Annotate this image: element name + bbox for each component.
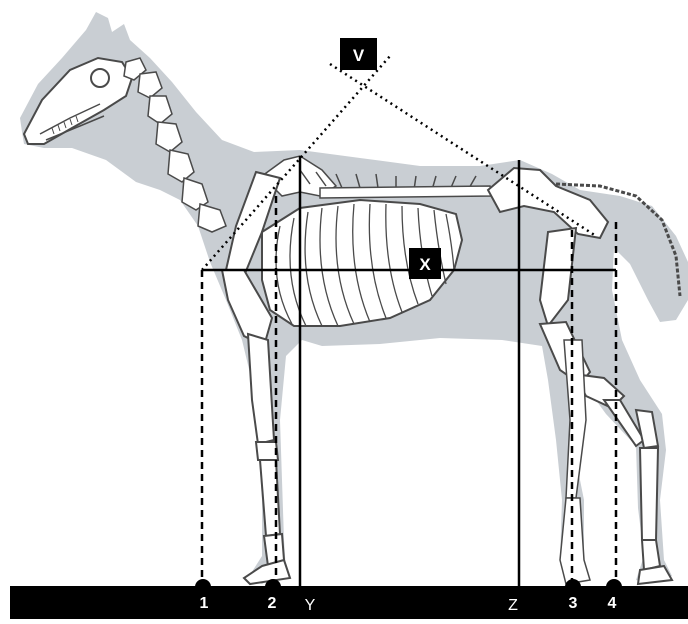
label-2: 2: [268, 595, 277, 612]
label-4: 4: [608, 595, 617, 612]
label-1: 1: [200, 595, 209, 612]
ground-marker-1: [195, 579, 211, 595]
ground-bar: [10, 586, 688, 619]
label-3: 3: [569, 595, 578, 612]
label-x: X: [419, 255, 431, 274]
label-v: V: [353, 46, 365, 65]
label-z: Z: [508, 597, 518, 614]
skull-eye-socket: [91, 69, 109, 87]
label-y: Y: [305, 597, 316, 614]
ground-marker-4: [606, 579, 622, 595]
ground-marker-3: [565, 579, 581, 595]
ground-marker-2: [265, 579, 281, 595]
